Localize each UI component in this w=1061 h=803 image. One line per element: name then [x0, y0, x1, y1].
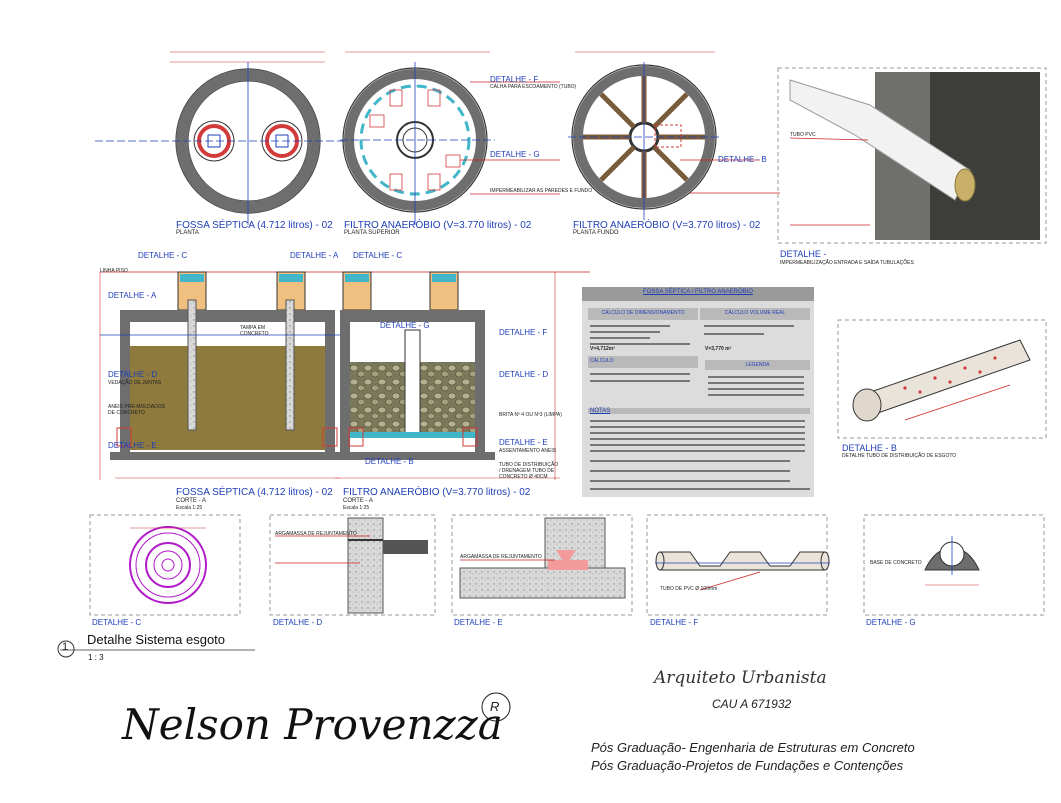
table-notas: NOTAS	[590, 408, 611, 414]
filtro-planta-fundo	[568, 51, 720, 220]
detail-c-mid2: DETALHE - C	[353, 251, 403, 260]
spec-table	[582, 287, 814, 497]
filtro-planta-superior	[340, 51, 495, 225]
table-v1: V=4,712m³	[590, 346, 615, 352]
fossa-planta-sub: PLANTA	[176, 230, 199, 236]
detail-d-drawing	[275, 517, 428, 614]
detail-g-mid: DETALHE - G	[380, 321, 430, 330]
argamassa-e-label: ARGAMASSA DE REJUNTAMENTO	[460, 554, 542, 560]
detail-d-left: DETALHE - D	[108, 370, 158, 379]
fossa-planta	[95, 51, 345, 225]
detail-f-mid: DETALHE - F	[499, 328, 548, 337]
detail-e-left: DETALHE - E	[108, 441, 157, 450]
detail-a-mid: DETALHE - A	[290, 251, 339, 260]
brita-label: BRITA Nº 4 OU Nº3 (LIMPA)	[499, 412, 562, 418]
detail-g-top: DETALHE - G	[490, 150, 540, 159]
argamassa-label: ARGAMASSA DE REJUNTAMENTO	[275, 531, 357, 537]
cau-text: CAU A 671932	[712, 697, 792, 711]
filtro-corte-scale: Escala 1:25	[343, 505, 370, 511]
detail-g-drawing	[924, 536, 980, 586]
fossa-corte	[100, 271, 590, 479]
fossa-corte-scale: Escala 1:25	[176, 505, 203, 511]
impermeab-frame	[777, 67, 1047, 244]
filtro-sup-sub: PLANTA SUPERIOR	[344, 230, 400, 236]
detail-f-drawing	[655, 551, 830, 591]
table-vol: CÁLCULO VOLUME REAL	[724, 310, 786, 316]
signature: Nelson Provenzza	[122, 700, 503, 749]
impermeab-sub: IMPERMEABILIZAÇÃO ENTRADA E SAÍDA TUBULA…	[780, 260, 914, 266]
detail-c-bottom: DETALHE - C	[92, 618, 142, 627]
tubo-detail	[852, 339, 1031, 422]
linha-piso-label: LINHA PISO	[100, 268, 128, 274]
detail-g-bottom: DETALHE - G	[866, 618, 916, 627]
pos1-text: Pós Graduação- Engenharia de Estruturas …	[591, 740, 915, 755]
tubo-detail-title: DETALHE - B	[842, 443, 897, 453]
detail-e-right: DETALHE - E	[499, 438, 548, 447]
detail-f-top: DETALHE - F	[490, 75, 539, 84]
detail-e-drawing	[459, 517, 626, 599]
detail-c-mid: DETALHE - C	[138, 251, 188, 260]
table-calculo: CÁLCULO	[590, 358, 614, 364]
tampa-label: TAMPA EM CONCRETO	[240, 325, 269, 337]
impermeab-label: IMPERMEABILIZAR AS PAREDES E FUNDO	[490, 188, 593, 194]
calha-label: CALHA PARA ESCOAMENTO (TUBO)	[490, 84, 577, 90]
drawing-scale: 1 : 3	[88, 653, 104, 662]
drawing-title: Detalhe Sistema esgoto	[87, 632, 226, 647]
detail-c-drawing	[129, 526, 207, 604]
tubo-frame	[837, 319, 1047, 439]
filtro-corte-sub: CORTE - A	[343, 498, 373, 504]
detail-b-mid: DETALHE - B	[365, 457, 414, 466]
tubo-pvc-label: TUBO PVC	[790, 132, 816, 138]
detail-d-bottom: DETALHE - D	[273, 618, 323, 627]
aneis-label: ANEIS PRÉ-MOLDADOS DE CONCRETO	[108, 404, 165, 416]
detail-d-right: DETALHE - D	[499, 370, 549, 379]
assentamento-label: ASSENTAMENTO ANEIS	[499, 448, 557, 454]
fossa-corte-title: FOSSA SÉPTICA (4.712 litros) - 02	[176, 487, 333, 498]
role-text: Arquiteto Urbanista	[654, 668, 827, 688]
tubo-pvc-100-label: TUBO DE PVC Ø 100mm	[660, 586, 718, 592]
fossa-corte-sub: CORTE - A	[176, 498, 206, 504]
table-calc: CÁLCULO DE DIMENSIONAMENTO	[601, 310, 685, 316]
table-header: FOSSA SÉPTICA / FILTRO ANAERÓBIO	[643, 289, 753, 295]
pos2-text: Pós Graduação-Projetos de Fundações e Co…	[591, 758, 904, 773]
detail-e-bottom: DETALHE - E	[454, 618, 503, 627]
filtro-corte	[335, 271, 560, 479]
table-v2: V=3,770 m³	[705, 346, 732, 352]
filtro-corte-title: FILTRO ANAERÓBIO (V=3.770 litros) - 02	[343, 487, 531, 498]
vedacao-label: VEDAÇÃO DE JUNTAS	[108, 380, 162, 386]
tubo-detail-sub: DETALHE TUBO DE DISTRIBUIÇÃO DE ESGOTO	[842, 453, 957, 459]
detail-b-top: DETALHE - B	[718, 155, 767, 164]
filtro-fundo-sub: PLANTA FUNDO	[573, 230, 619, 236]
base-concreto-label: BASE DE CONCRETO	[870, 560, 922, 566]
impermeab-detail	[789, 72, 1040, 240]
fossa-planta-title: FOSSA SÉPTICA (4.712 litros) - 02	[176, 220, 333, 231]
impermeab-title: DETALHE -	[780, 249, 827, 259]
table-legenda: LEGENDA	[745, 362, 770, 368]
drawing-number: 1	[62, 641, 69, 653]
detail-f-bottom: DETALHE - F	[650, 618, 699, 627]
tubo-dist-label: TUBO DE DISTRIBUIÇÃO / DRENAGEM TUBO DE …	[499, 462, 559, 480]
filtro-fundo-title: FILTRO ANAERÓBIO (V=3.770 litros) - 02	[573, 220, 761, 231]
registered-mark: R	[490, 699, 500, 714]
detail-a-left: DETALHE - A	[108, 291, 157, 300]
filtro-sup-title: FILTRO ANAERÓBIO (V=3.770 litros) - 02	[344, 220, 532, 231]
